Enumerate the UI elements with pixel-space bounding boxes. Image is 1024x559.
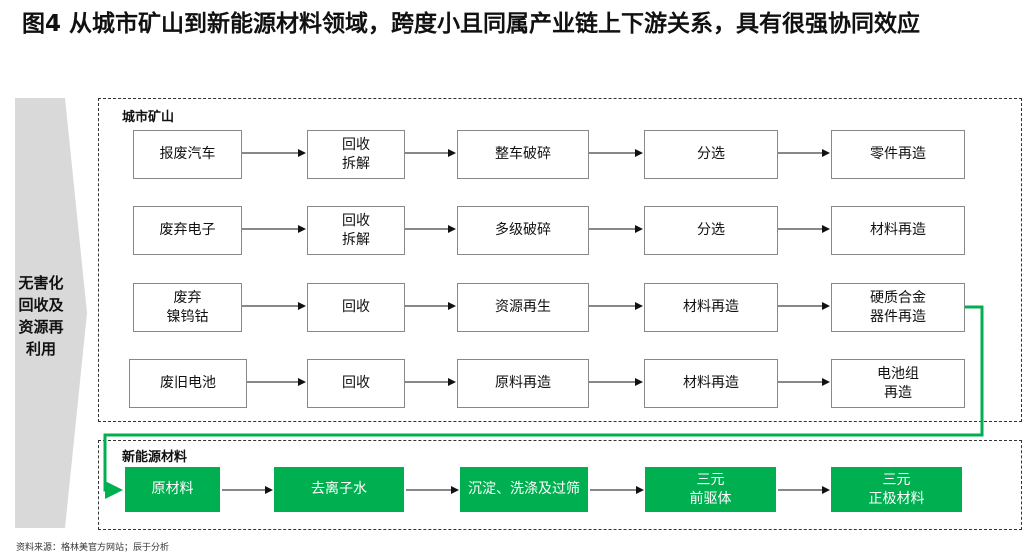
process-box: 报废汽车 [133, 130, 242, 179]
process-box: 回收 拆解 [307, 130, 405, 179]
process-box: 废弃电子 [133, 206, 242, 255]
process-box: 硬质合金 器件再造 [831, 283, 965, 332]
process-box: 分选 [644, 206, 778, 255]
process-box: 废旧电池 [129, 359, 247, 408]
left-label: 无害化回收及资源再利用 [18, 274, 64, 358]
process-box: 废弃 镍钨钴 [133, 283, 242, 332]
process-box: 零件再造 [831, 130, 965, 179]
chevron-shape [15, 98, 87, 528]
process-box: 回收 拆解 [307, 206, 405, 255]
process-box: 原料再造 [457, 359, 589, 408]
process-box: 整车破碎 [457, 130, 589, 179]
figure-title: 图4 从城市矿山到新能源材料领域，跨度小且同属产业链上下游关系，具有很强协同效应 [22, 11, 921, 37]
new-energy-step: 三元 前驱体 [645, 467, 776, 512]
process-box: 多级破碎 [457, 206, 589, 255]
new-energy-step: 去离子水 [274, 467, 404, 512]
process-box: 回收 [307, 283, 405, 332]
process-box: 电池组 再造 [831, 359, 965, 408]
process-box: 材料再造 [644, 283, 778, 332]
new-energy-step: 三元 正极材料 [831, 467, 962, 512]
urban-mine-label: 城市矿山 [122, 110, 175, 125]
new-energy-step: 原材料 [125, 467, 220, 512]
source-note: 资料来源：格林美官方网站；辰于分析 [16, 543, 170, 553]
urban-mine-section [98, 98, 1022, 422]
new-energy-section [98, 440, 1022, 530]
process-box: 材料再造 [831, 206, 965, 255]
process-box: 回收 [307, 359, 405, 408]
new-energy-step: 沉淀、洗涤及过筛 [460, 467, 588, 512]
green-flow-connector [103, 305, 984, 499]
process-box: 材料再造 [644, 359, 778, 408]
process-box: 分选 [644, 130, 778, 179]
process-box: 资源再生 [457, 283, 589, 332]
new-energy-label: 新能源材料 [122, 450, 188, 465]
